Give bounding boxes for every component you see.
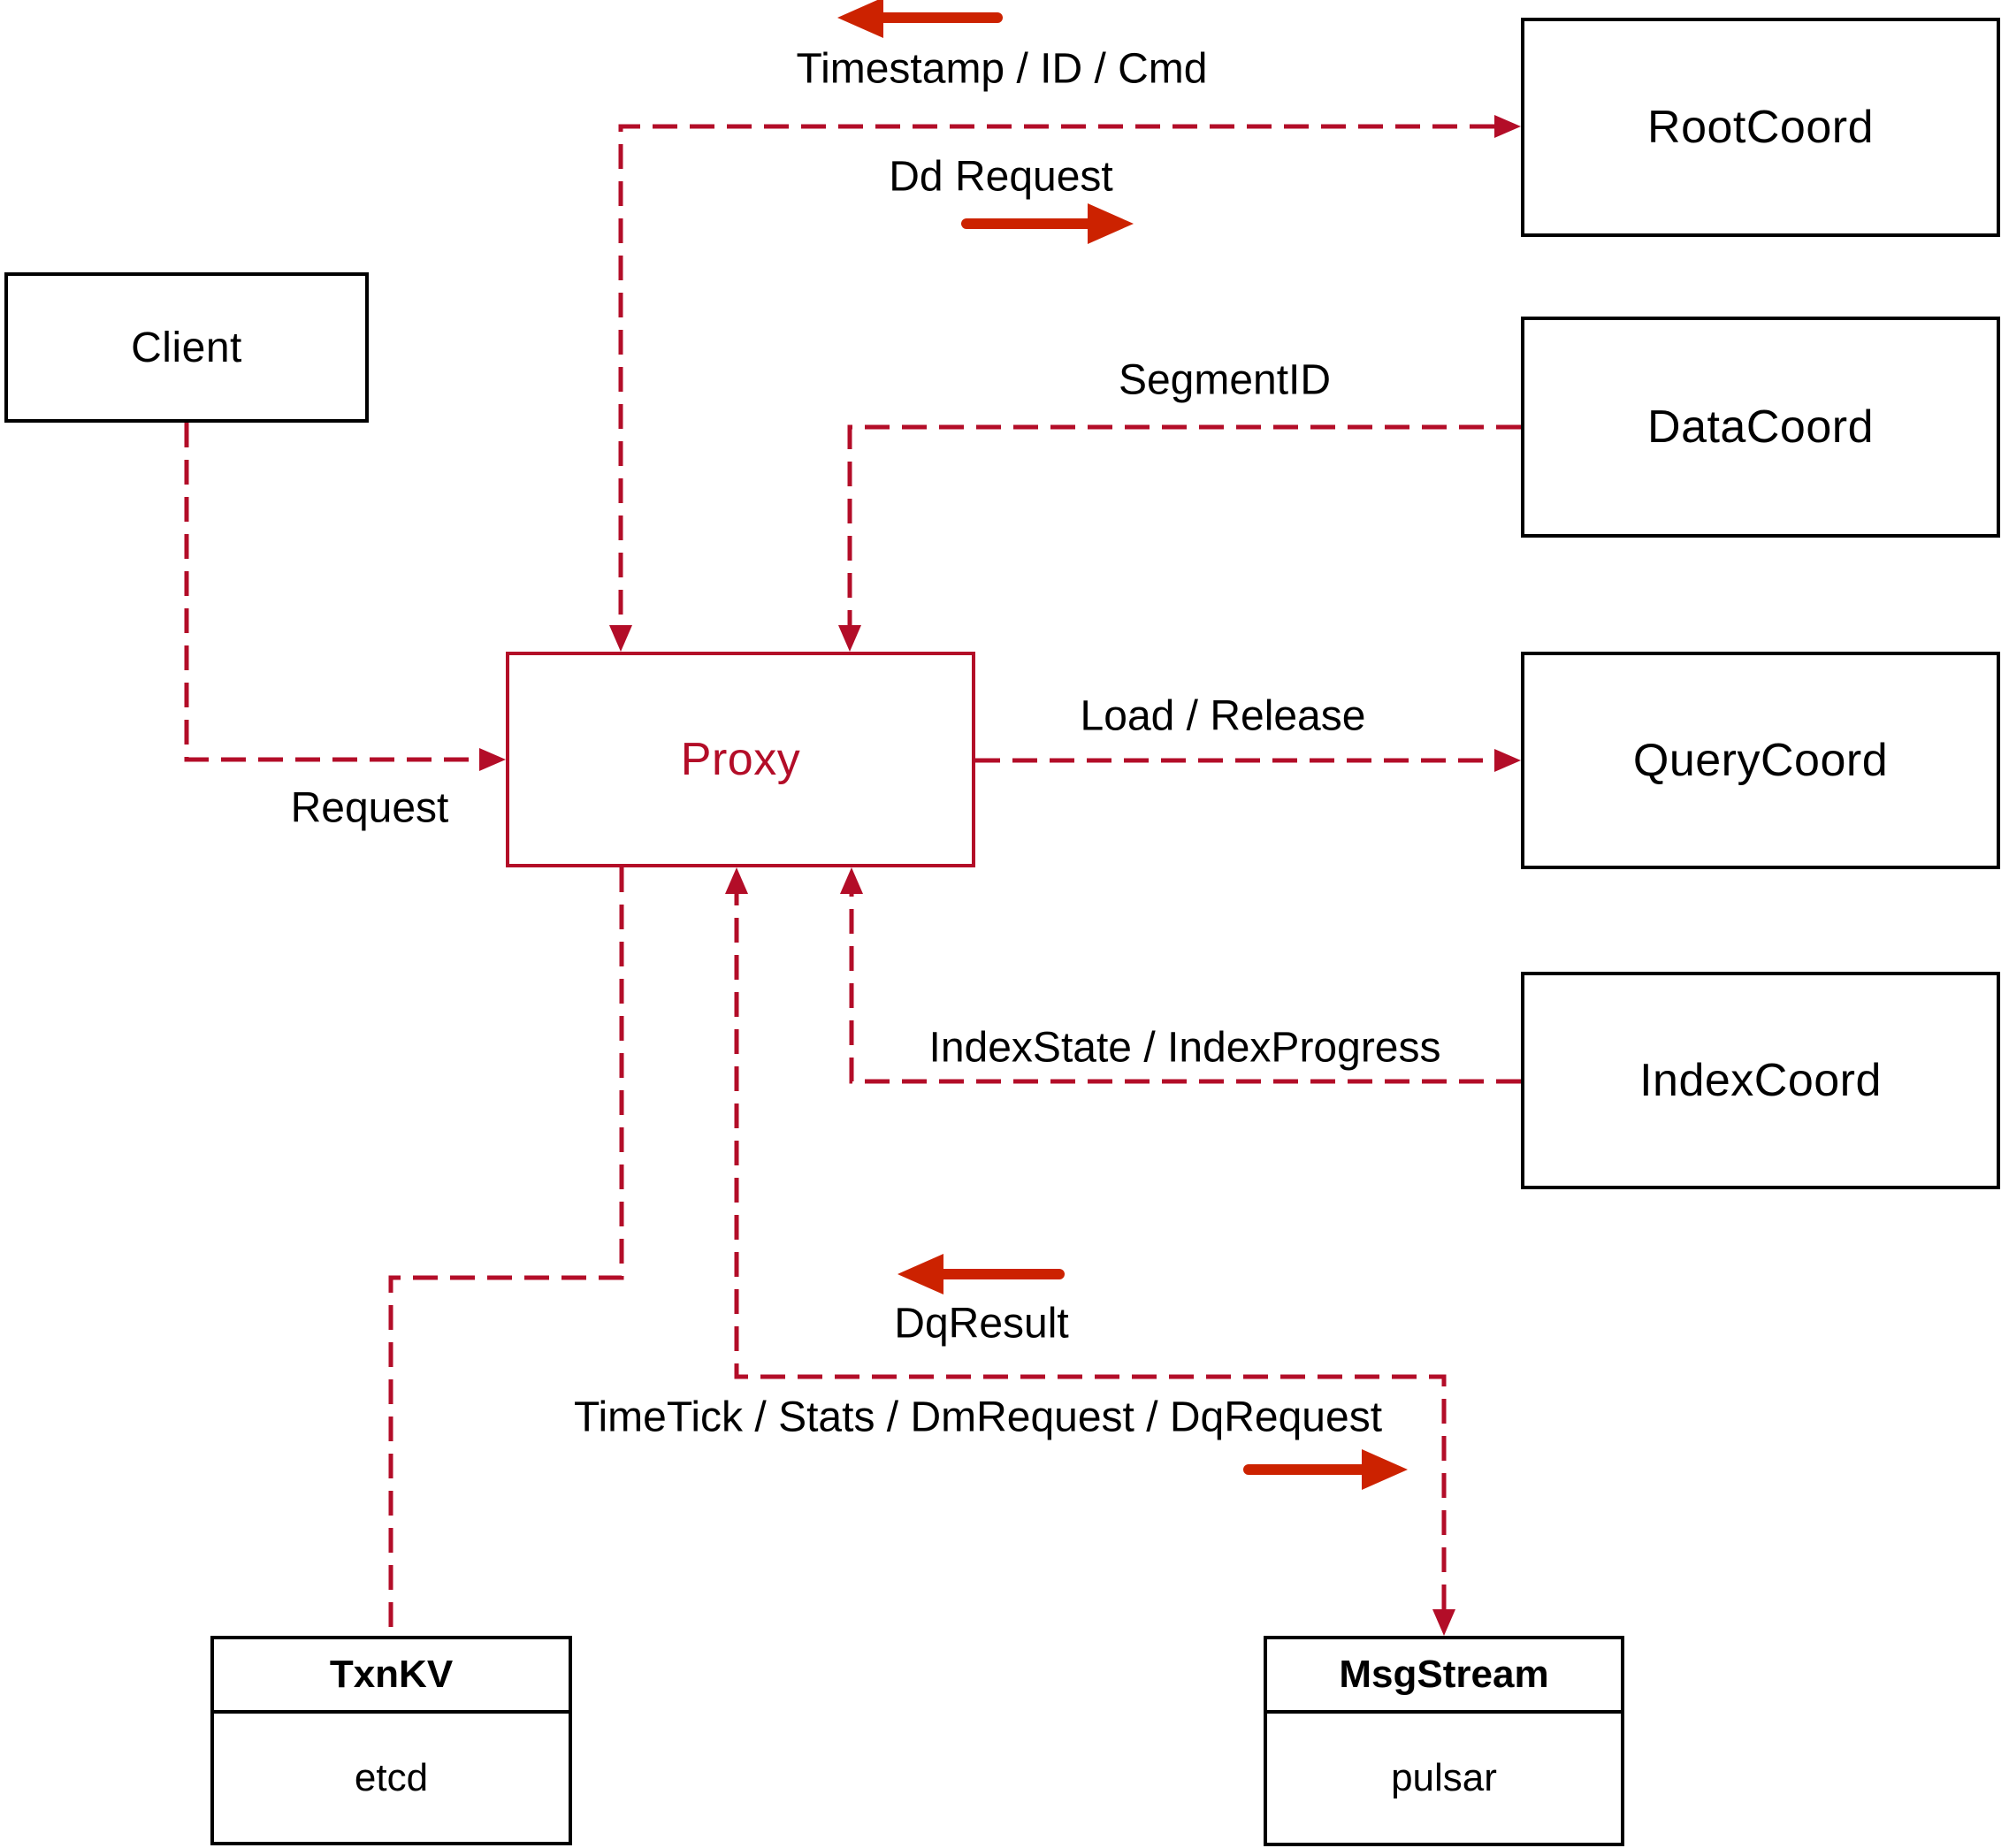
label-dd-request: Dd Request [889,153,1113,201]
querycoord-node: QueryCoord [1521,652,2000,869]
msgstream-node-title: MsgStream [1267,1639,1621,1714]
label-index-state: IndexState / IndexProgress [928,1024,1441,1072]
querycoord-node-label: QueryCoord [1632,735,1889,786]
rootcoord-node-label: RootCoord [1647,102,1874,153]
edge-client-proxy [184,423,479,762]
edge-indexcoord-proxy-arrowhead-end [840,867,863,894]
label-timestamp-id-cmd: Timestamp / ID / Cmd [796,45,1208,93]
txnkv-node-body: etcd [354,1755,429,1799]
txnkv-node-title: TxnKV [214,1639,569,1714]
edge-proxy-rootcoord-arrowhead-start [1494,115,1521,138]
proxy-node: Proxy [506,652,975,867]
label-time-tick: TimeTick / Stats / DmRequest / DqRequest [573,1394,1383,1441]
edge-datacoord-proxy-arrowhead-end [838,625,861,652]
arrow-ddrequest-right-head [1088,203,1134,244]
arrow-dqresult-left-head [898,1254,943,1294]
edge-msgstream-proxy-arrowhead-end [725,867,748,894]
label-request: Request [290,784,449,832]
client-node: Client [4,272,369,423]
indexcoord-node: IndexCoord [1521,972,2000,1189]
edge-msgstream-proxy-arrowhead-start [1432,1609,1455,1636]
msgstream-node: MsgStream pulsar [1264,1636,1624,1846]
indexcoord-node-label: IndexCoord [1639,1055,1882,1106]
label-load-release: Load / Release [1080,692,1366,740]
label-dq-result: DqResult [894,1300,1069,1348]
edge-msgstream-proxy [734,894,1447,1609]
rootcoord-node: RootCoord [1521,18,2000,237]
proxy-node-label: Proxy [680,734,801,785]
label-segment-id: SegmentID [1118,356,1332,404]
edge-proxy-txnkv [388,867,624,1636]
txnkv-node: TxnKV etcd [210,1636,572,1845]
edge-proxy-querycoord-arrowhead-end [1494,749,1521,772]
edge-proxy-rootcoord [618,124,1494,625]
edge-datacoord-proxy [847,424,1521,625]
arrow-timetick-right-head [1362,1449,1408,1490]
msgstream-node-body: pulsar [1391,1756,1497,1799]
arrow-timestamp-left-head [837,0,883,38]
datacoord-node-label: DataCoord [1647,401,1874,453]
client-node-label: Client [131,324,242,371]
edge-client-proxy-arrowhead-end [479,748,506,771]
edge-indexcoord-proxy [849,894,1521,1084]
datacoord-node: DataCoord [1521,317,2000,538]
edge-proxy-rootcoord-arrowhead-end [609,625,632,652]
